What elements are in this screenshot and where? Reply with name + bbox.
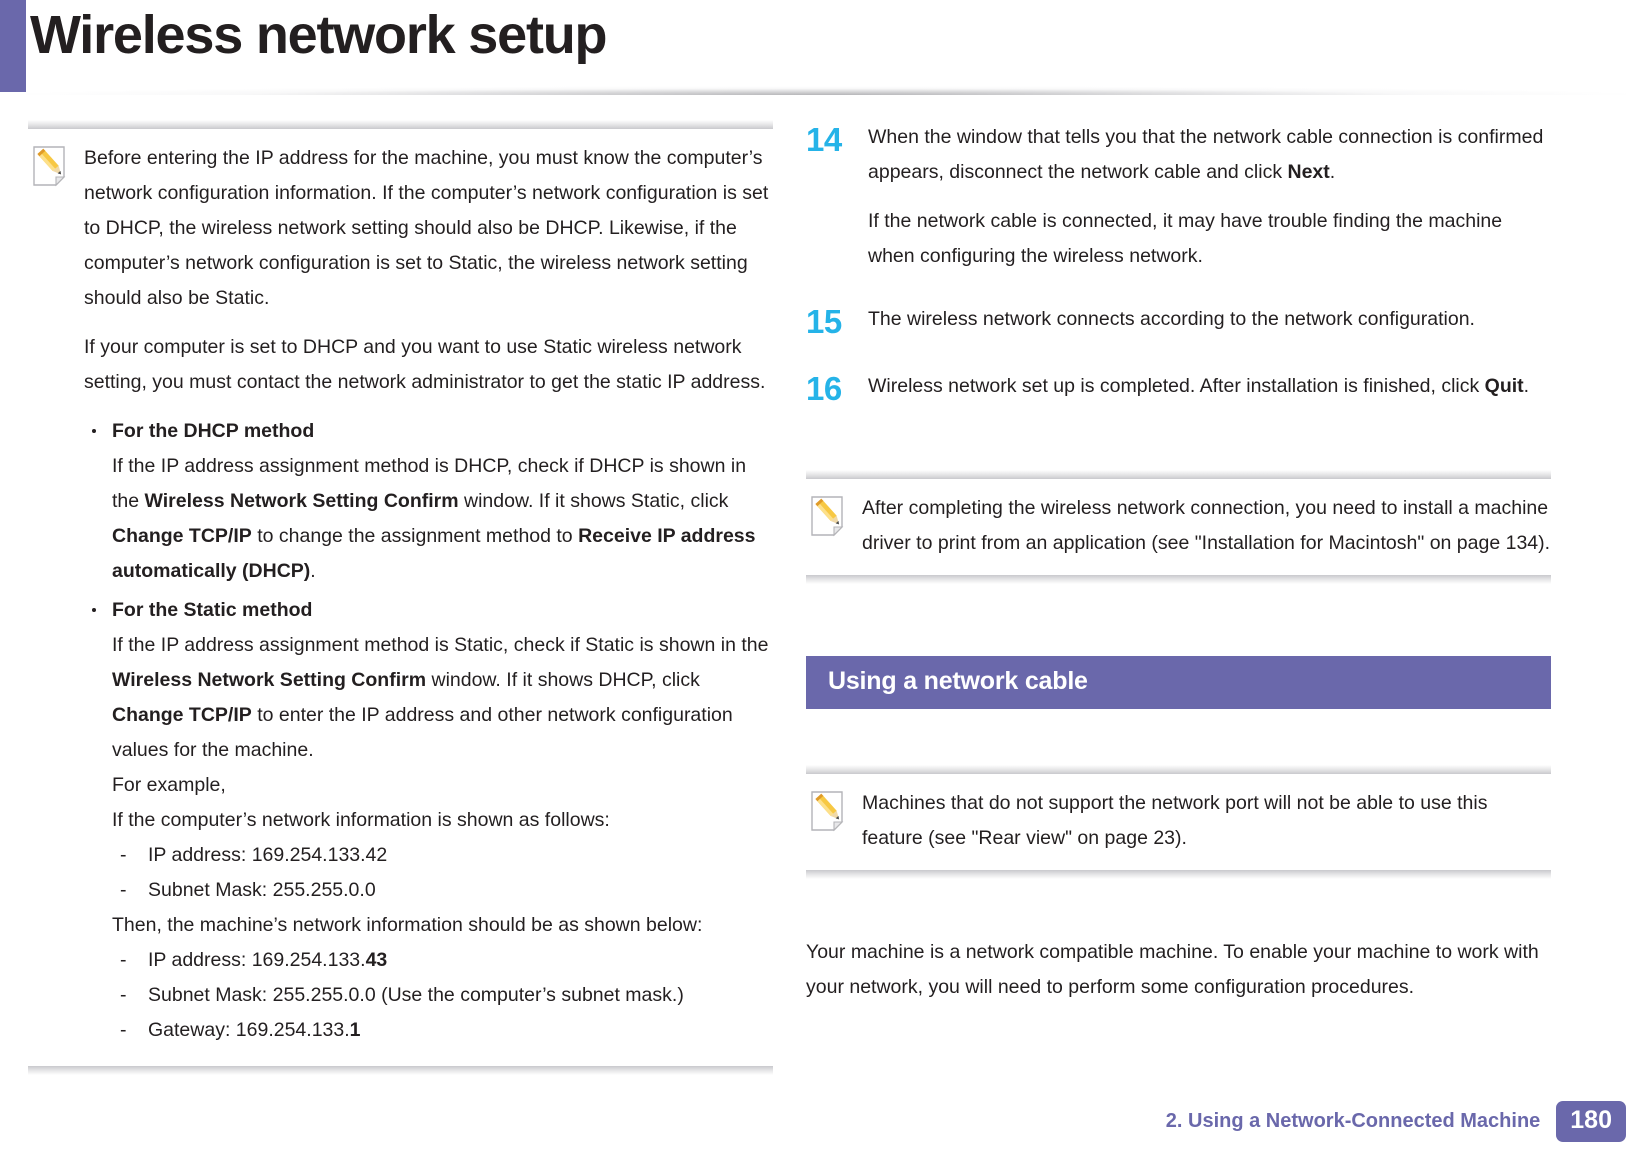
machine-value-ip: IP address: 169.254.133.43	[112, 943, 773, 978]
method-bullet-list: For the DHCP method If the IP address as…	[84, 414, 773, 1048]
bullet-text-run-bold: Change TCP/IP	[112, 525, 252, 547]
note-paragraph: Machines that do not support the network…	[862, 792, 1488, 849]
note-divider-bottom	[806, 870, 1551, 879]
bullet-text-run: window. If it shows DHCP, click	[426, 669, 700, 691]
step-15: 15 The wireless network connects accordi…	[806, 302, 1551, 341]
step-text-run: Wireless network set up is completed. Af…	[868, 375, 1485, 397]
note-divider-top	[806, 765, 1551, 774]
header-divider	[26, 82, 1626, 95]
right-column: 14 When the window that tells you that t…	[806, 120, 1551, 1019]
note-box-ip-address: Before entering the IP address for the m…	[28, 129, 773, 1066]
bullet-text-run: If the IP address assignment method is S…	[112, 634, 769, 656]
machine-intro: Then, the machine’s network information …	[112, 914, 703, 936]
step-16: 16 Wireless network set up is completed.…	[806, 369, 1551, 408]
spacer	[806, 280, 1551, 302]
step-text-run-bold: Quit	[1484, 375, 1524, 397]
closing-paragraph: Your machine is a network compatible mac…	[806, 941, 1539, 998]
spacer	[806, 347, 1551, 369]
spacer	[806, 414, 1551, 470]
step-number: 16	[806, 370, 842, 407]
note-box-network-port: Machines that do not support the network…	[806, 774, 1551, 870]
step-text-run-bold: Next	[1287, 161, 1330, 183]
note-box-macintosh-driver: After completing the wireless network co…	[806, 479, 1551, 575]
step-content: Wireless network set up is completed. Af…	[868, 369, 1551, 404]
note-pencil-icon	[806, 788, 852, 834]
bullet-heading: For the Static method	[112, 599, 313, 621]
step-main-text: When the window that tells you that the …	[868, 120, 1551, 190]
computer-value-ip: IP address: 169.254.133.42	[112, 838, 773, 873]
note-divider-top	[806, 470, 1551, 479]
step-text-run: When the window that tells you that the …	[868, 126, 1544, 183]
machine-value-subnet: Subnet Mask: 255.255.0.0 (Use the comput…	[112, 978, 773, 1013]
header-accent-bar	[0, 0, 26, 92]
note-paragraph: Before entering the IP address for the m…	[84, 147, 769, 309]
bullet-text-run: .	[310, 560, 316, 582]
note-pencil-icon	[806, 493, 852, 539]
value-emphasis: 43	[365, 949, 388, 971]
page-footer: 2. Using a Network-Connected Machine 180	[0, 1101, 1650, 1142]
step-main-text: Wireless network set up is completed. Af…	[868, 369, 1551, 404]
note-text-network-port: Machines that do not support the network…	[862, 786, 1551, 856]
step-main-text: The wireless network connects according …	[868, 308, 1475, 330]
step-14: 14 When the window that tells you that t…	[806, 120, 1551, 274]
note-divider-bottom	[28, 1066, 773, 1075]
example-intro-2: If the computer’s network information is…	[112, 809, 610, 831]
bullet-dhcp-method: For the DHCP method If the IP address as…	[84, 414, 773, 589]
note-divider-top	[28, 120, 773, 129]
bullet-body: If the IP address assignment method is D…	[112, 449, 773, 589]
bullet-heading: For the DHCP method	[112, 420, 315, 442]
page-title: Wireless network setup	[30, 5, 608, 65]
step-number: 14	[806, 121, 842, 158]
value-emphasis: 1	[349, 1019, 361, 1041]
note-text-macintosh-driver: After completing the wireless network co…	[862, 491, 1551, 561]
value-prefix: Subnet Mask: 255.255.0.0 (Use the comput…	[148, 984, 684, 1006]
bullet-text-run: to change the assignment method to	[251, 525, 579, 547]
note-text-ip-address: Before entering the IP address for the m…	[84, 141, 773, 1052]
bullet-body: If the IP address assignment method is S…	[112, 628, 773, 768]
step-sub-paragraph: If the network cable is connected, it ma…	[868, 210, 1503, 267]
bullet-text-run-bold: Wireless Network Setting Confirm	[112, 669, 427, 691]
bullet-text-run-bold: Change TCP/IP	[112, 704, 252, 726]
note-paragraph: If your computer is set to DHCP and you …	[84, 336, 766, 393]
bullet-text-run: window. If it shows Static, click	[458, 490, 729, 512]
bullet-static-method: For the Static method If the IP address …	[84, 593, 773, 1048]
bullet-text-run: to enter the IP address and other networ…	[112, 704, 733, 761]
bullet-text-run-bold: Wireless Network Setting Confirm	[144, 490, 459, 512]
spacer	[806, 709, 1551, 765]
section-heading-using-a-network-cable: Using a network cable	[806, 656, 1551, 709]
left-column: Before entering the IP address for the m…	[28, 120, 773, 1075]
spacer	[806, 584, 1551, 656]
step-text-run: .	[1329, 161, 1336, 183]
example-intro-1: For example,	[112, 774, 226, 796]
value-prefix: Gateway: 169.254.133.	[148, 1019, 350, 1041]
step-number: 15	[806, 303, 842, 340]
footer-chapter-label: 2. Using a Network-Connected Machine	[1165, 1110, 1541, 1132]
step-text-run: .	[1523, 375, 1530, 397]
note-divider-bottom	[806, 575, 1551, 584]
machine-value-gateway: Gateway: 169.254.133.1	[112, 1013, 773, 1048]
note-paragraph: After completing the wireless network co…	[862, 497, 1551, 554]
step-content: The wireless network connects according …	[868, 302, 1551, 337]
bullet-text-run: If the IP address assignment method is D…	[112, 455, 747, 512]
value-prefix: IP address: 169.254.133.	[148, 949, 366, 971]
page-number-badge: 180	[1556, 1101, 1626, 1142]
note-pencil-icon	[28, 143, 74, 189]
spacer	[806, 879, 1551, 935]
bullet-text-run-bold: Receive IP address automatically (DHCP)	[112, 525, 756, 582]
computer-value-subnet: Subnet Mask: 255.255.0.0	[112, 873, 773, 908]
step-content: When the window that tells you that the …	[868, 120, 1551, 274]
